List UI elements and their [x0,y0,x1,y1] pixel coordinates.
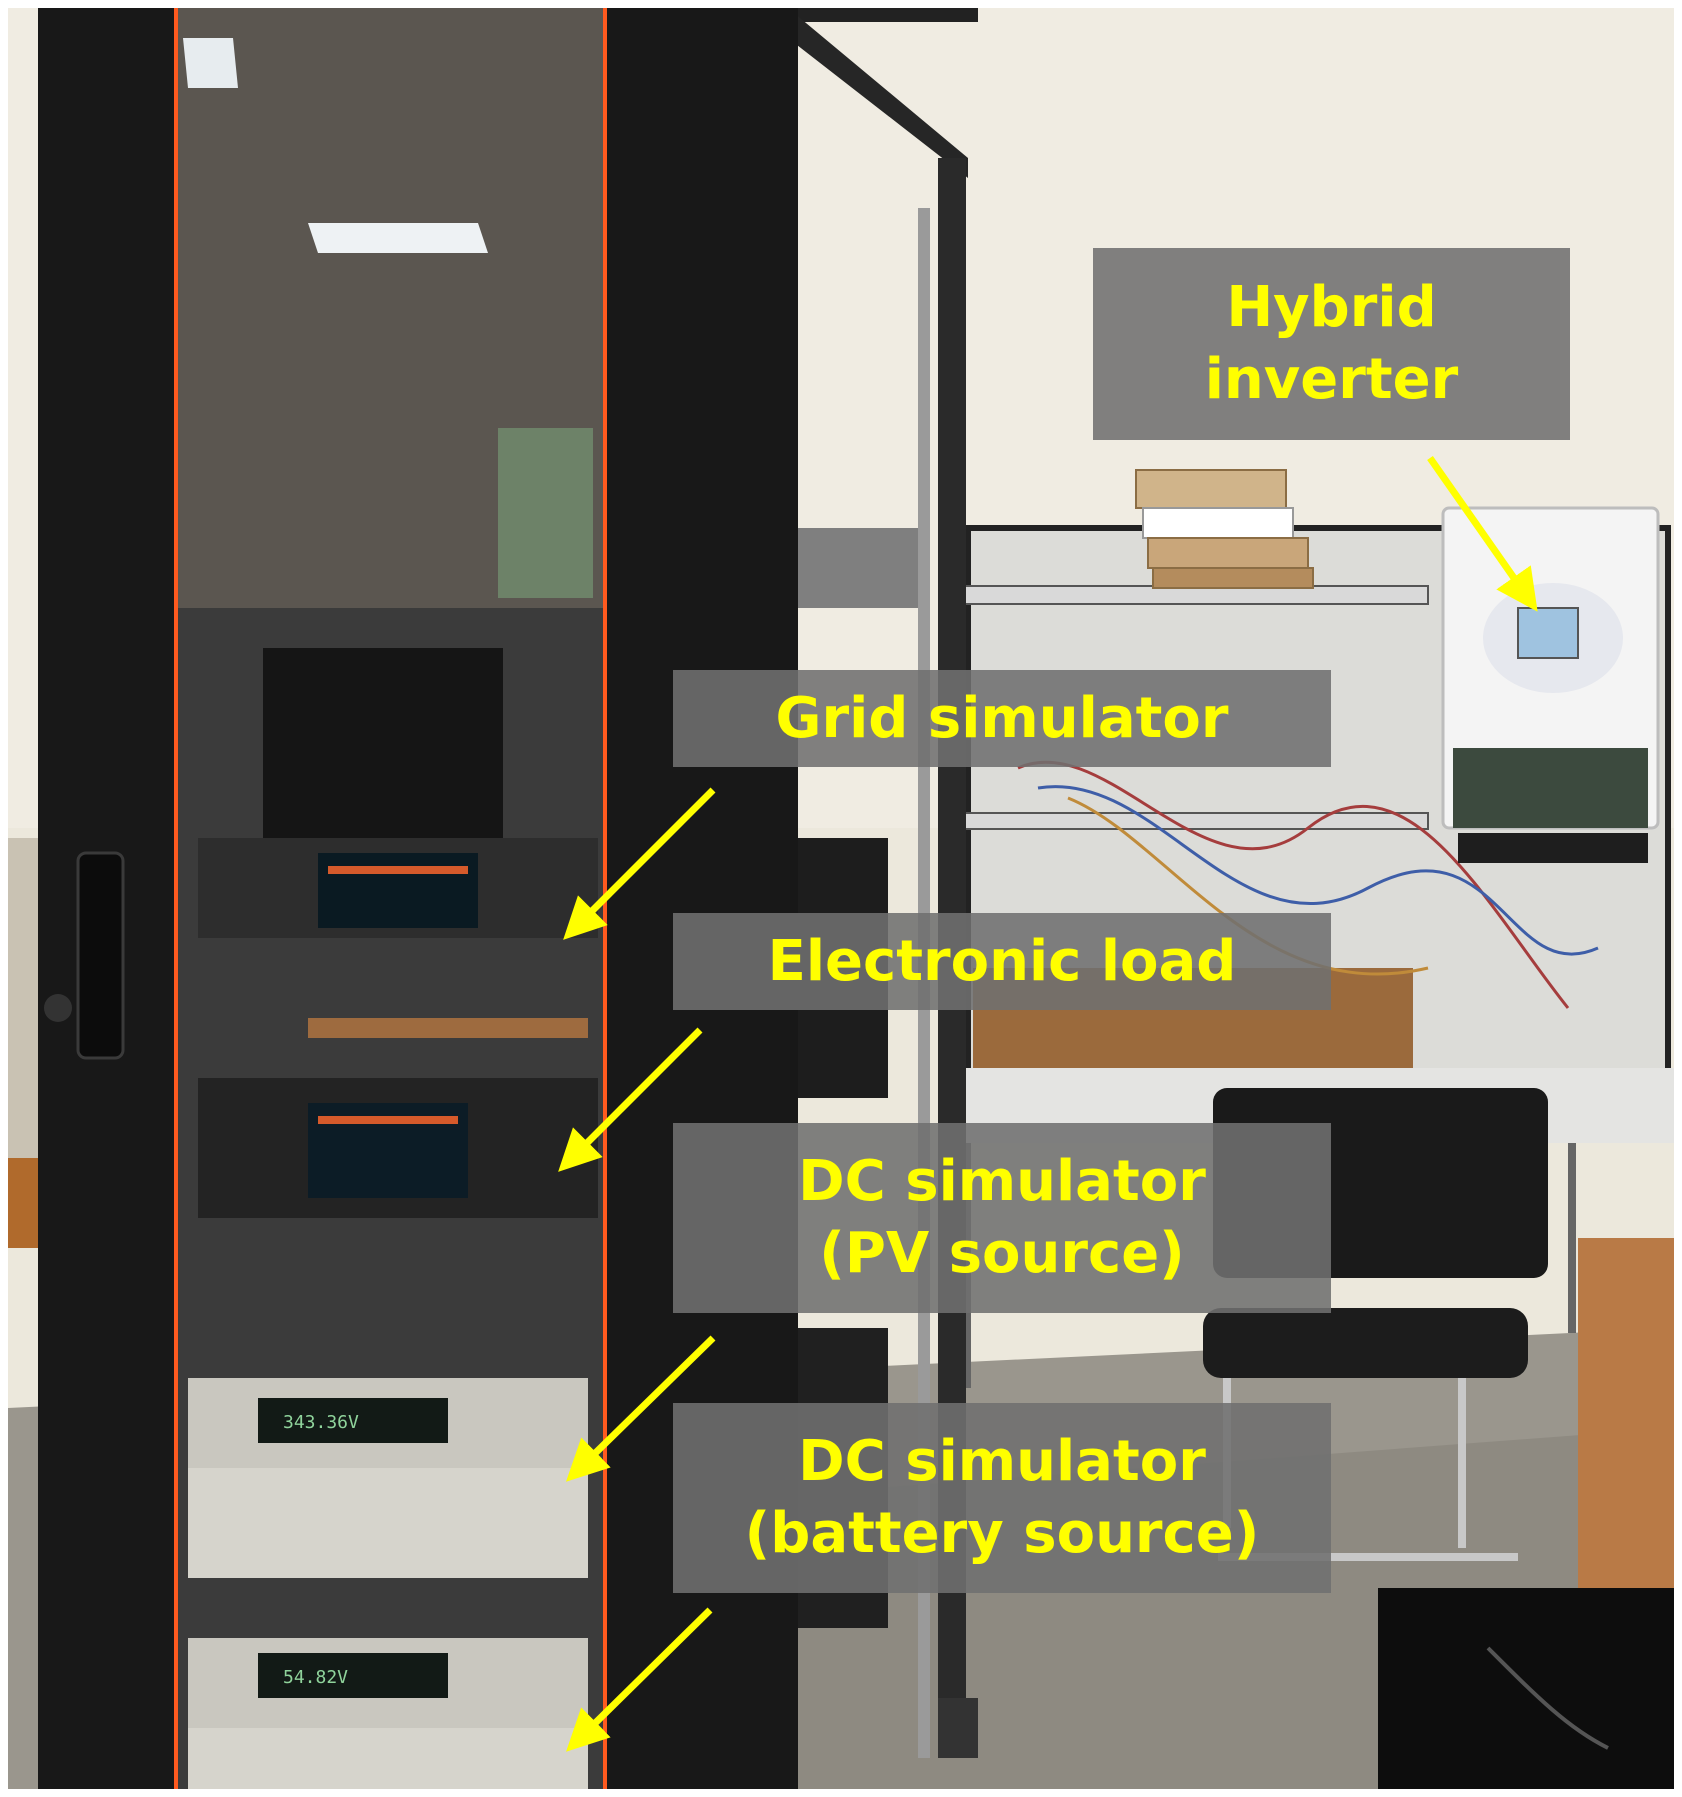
label-dc-simulator-pv-line2: (PV source) [819,1221,1185,1286]
rack-cabinet: 343.36V 54.82V [38,8,798,1789]
arrow-hybrid-inverter [1427,455,1538,612]
arrow-dc-pv [565,1335,716,1482]
label-electronic-load-line1: Electronic load [767,928,1237,994]
label-dc-simulator-battery: DC simulator (battery source) [673,1403,1331,1593]
label-electronic-load: Electronic load [673,913,1331,1010]
label-grid-simulator-line1: Grid simulator [775,685,1229,751]
label-dc-simulator-battery-line2: (battery source) [744,1501,1260,1566]
arrow-dc-battery [566,1607,713,1752]
label-hybrid-inverter: Hybrid inverter [1093,248,1570,440]
label-dc-simulator-pv-line1: DC simulator [798,1149,1206,1215]
label-hybrid-inverter-line1: Hybrid [1226,275,1437,341]
label-grid-simulator: Grid simulator [673,670,1331,767]
battery-display-voltage: 54.82V [283,1667,348,1688]
arrow-electronic-load [558,1027,703,1172]
label-dc-simulator-pv: DC simulator (PV source) [673,1123,1331,1313]
pv-display-voltage: 343.36V [283,1412,359,1433]
arrow-grid-simulator [563,787,716,940]
label-dc-simulator-battery-line1: DC simulator [798,1429,1206,1495]
label-hybrid-inverter-line2: inverter [1204,347,1459,412]
